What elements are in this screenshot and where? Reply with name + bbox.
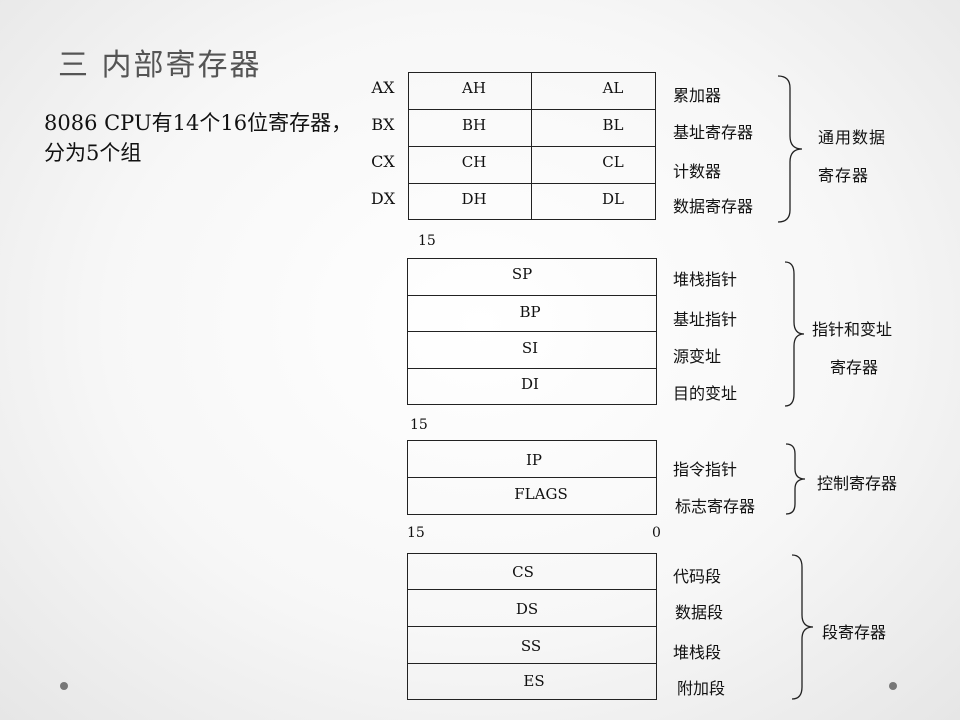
table-border (407, 258, 408, 405)
right-brace-icon (785, 443, 806, 515)
table-border (656, 553, 657, 700)
register-desc-si: 源变址 (673, 347, 722, 366)
register-name-bx: BX (371, 115, 395, 134)
register-cell-bp: BP (519, 303, 541, 321)
intro-text: 8086 CPU有14个16位寄存器， 分为5个组 (44, 108, 352, 168)
register-cell-ch: CH (461, 153, 487, 171)
row-divider (408, 109, 656, 110)
register-cell-dh: DH (461, 190, 487, 208)
register-desc-ss: 堆栈段 (673, 643, 722, 662)
table-border (408, 72, 409, 220)
control-register-table: IP FLAGS (407, 440, 657, 515)
group-label-segment: 段寄存器 (822, 623, 887, 642)
register-cell-dl: DL (602, 190, 624, 208)
register-cell-al: AL (602, 79, 624, 97)
register-cell-ds: DS (515, 600, 539, 618)
register-cell-ip: IP (525, 451, 543, 469)
register-desc-bx: 基址寄存器 (673, 123, 754, 142)
group-label-pointer-2: 寄存器 (830, 358, 879, 377)
slide-title: 三 内部寄存器 (58, 48, 262, 83)
segment-register-table: CS DS SS ES (407, 553, 657, 700)
table-border (656, 440, 657, 515)
right-dot-decoration (889, 682, 897, 690)
register-cell-cs: CS (512, 563, 534, 581)
table-border (408, 72, 656, 73)
register-cell-ss: SS (520, 637, 542, 655)
table-border (408, 219, 656, 220)
bit-label-0: 0 (652, 525, 661, 541)
bit-label-15: 15 (407, 525, 425, 541)
row-divider (407, 368, 657, 369)
register-cell-ah: AH (462, 79, 486, 97)
right-brace-icon (777, 75, 803, 223)
group-label-control: 控制寄存器 (817, 474, 898, 493)
register-desc-cx: 计数器 (673, 162, 722, 181)
group-label-pointer-1: 指针和变址 (812, 320, 893, 339)
register-name-dx: DX (370, 189, 396, 208)
register-desc-es: 附加段 (677, 679, 726, 698)
register-cell-es: ES (523, 672, 545, 690)
left-dot-decoration (60, 682, 68, 690)
register-cell-bh: BH (461, 116, 487, 134)
register-cell-bl: BL (602, 116, 624, 134)
register-desc-ax: 累加器 (673, 86, 722, 105)
bit-label-15: 15 (418, 233, 436, 249)
table-border (407, 553, 408, 700)
row-divider (407, 663, 657, 664)
register-cell-sp: SP (511, 265, 533, 283)
register-desc-flags: 标志寄存器 (675, 497, 756, 516)
table-border (656, 258, 657, 405)
register-desc-dx: 数据寄存器 (673, 197, 754, 216)
group-label-general-2: 寄存器 (818, 166, 870, 185)
register-desc-ip: 指令指针 (673, 460, 738, 479)
table-border (407, 404, 657, 405)
row-divider (407, 295, 657, 296)
register-desc-bp: 基址指针 (673, 310, 738, 329)
group-label-general-1: 通用数据 (818, 128, 887, 147)
bit-label-15: 15 (410, 417, 428, 433)
table-border (407, 258, 657, 259)
register-cell-di: DI (521, 375, 539, 393)
row-divider (408, 146, 656, 147)
high-low-divider (531, 72, 532, 220)
register-cell-flags: FLAGS (514, 485, 568, 503)
right-brace-icon (784, 261, 805, 407)
table-border (407, 440, 408, 515)
right-brace-icon (791, 554, 814, 700)
intro-line-2: 分为5个组 (44, 141, 142, 165)
table-border (407, 440, 657, 441)
table-border (407, 699, 657, 700)
register-cell-si: SI (521, 339, 539, 357)
table-border (407, 553, 657, 554)
row-divider (407, 331, 657, 332)
register-name-cx: CX (371, 152, 395, 171)
register-cell-cl: CL (602, 153, 624, 171)
row-divider (407, 477, 657, 478)
register-desc-sp: 堆栈指针 (673, 270, 738, 289)
register-name-ax: AX (371, 78, 395, 97)
pointer-register-table: SP BP SI DI (407, 258, 657, 405)
row-divider (407, 589, 657, 590)
register-desc-cs: 代码段 (673, 567, 722, 586)
register-desc-ds: 数据段 (675, 603, 724, 622)
register-desc-di: 目的变址 (673, 384, 738, 403)
general-register-table: AH AL BH BL CH CL DH DL (408, 72, 656, 220)
table-border (655, 72, 656, 220)
row-divider (408, 183, 656, 184)
row-divider (407, 626, 657, 627)
intro-line-1: 8086 CPU有14个16位寄存器， (44, 111, 353, 135)
table-border (407, 514, 657, 515)
